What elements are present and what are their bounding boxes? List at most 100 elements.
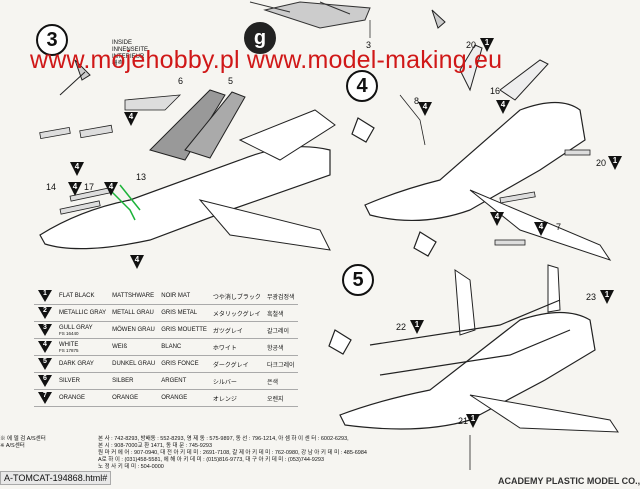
color-code-badge: 2 bbox=[38, 307, 52, 319]
part-number: 20 bbox=[466, 40, 477, 50]
step-5-marker: 5 bbox=[342, 264, 374, 296]
color-name-de: MATTSHWARE bbox=[109, 288, 159, 305]
color-name-text: MATTSHWARE bbox=[112, 293, 155, 299]
footer-line: 노 정 사 키 데 미 : 504-0000 bbox=[98, 464, 164, 470]
color-name-jp: メタリックグレイ bbox=[209, 304, 264, 322]
color-name-text: WHITE bbox=[59, 341, 79, 348]
color-name-de: MÖWEN GRAU bbox=[109, 321, 159, 339]
watermark: www.mojehobby.pl www.model-making.eu bbox=[30, 46, 503, 74]
color-name-kr: 무광검정색 bbox=[263, 288, 298, 305]
color-name-text: ORANGE bbox=[161, 395, 188, 401]
color-name-text: GULL GRAY bbox=[59, 324, 93, 331]
part-number: 3 bbox=[366, 40, 372, 50]
footer-line: A로 하 이 : (031)458-5581, 에 해 아 키 데 미 : (0… bbox=[98, 457, 325, 463]
color-name-text: ホワイト bbox=[212, 345, 237, 352]
color-name-en: METALLIC GRAY bbox=[56, 304, 110, 322]
color-name-jp: ダークグレイ bbox=[209, 355, 264, 373]
color-name-text: 은색 bbox=[266, 379, 278, 386]
part-number: 7 bbox=[556, 222, 562, 232]
color-name-text: メタリックグレイ bbox=[212, 311, 261, 318]
color-name-fr: NOIR MAT bbox=[158, 288, 210, 305]
footer-left-line: ※ 에 델 검 A/S센터 bbox=[0, 436, 46, 442]
color-name-text: GRIS FONCE bbox=[161, 361, 199, 367]
part-number: 14 bbox=[46, 182, 57, 192]
color-name-text: 다크그레이 bbox=[266, 362, 295, 369]
color-name-text: 무광검정색 bbox=[266, 294, 295, 301]
step-4-number: 4 bbox=[356, 74, 368, 97]
color-code-badge: 5 bbox=[38, 358, 52, 370]
color-name-de: SILBER bbox=[109, 372, 159, 390]
color-name-text: ガツグレイ bbox=[212, 328, 243, 335]
part-number: 17 bbox=[84, 182, 95, 192]
color-name-text: BLANC bbox=[161, 344, 182, 350]
color-name-kr: 은색 bbox=[263, 372, 298, 390]
part-number: 6 bbox=[178, 76, 184, 86]
footer-left-line: ※ A/S센터 bbox=[0, 443, 25, 449]
color-name-text: METALL GRAU bbox=[112, 310, 154, 316]
part-number: 13 bbox=[136, 172, 147, 182]
color-name-text: DARK GRAY bbox=[59, 361, 94, 367]
color-name-kr: 흑철색 bbox=[263, 304, 298, 322]
color-name-text: NOIR MAT bbox=[161, 293, 191, 299]
step-3-marker: 3 bbox=[36, 24, 68, 56]
color-name-fr: ORANGE bbox=[158, 389, 210, 407]
color-name-text: SILBER bbox=[112, 378, 134, 384]
step-9-number: g bbox=[253, 26, 267, 49]
color-name-text: 오렌지 bbox=[266, 396, 284, 403]
color-code-badge: 6 bbox=[38, 375, 52, 387]
browser-tab-label[interactable]: A-TOMCAT-194868.html# bbox=[0, 471, 112, 485]
color-code-cell: 7 bbox=[34, 389, 56, 407]
color-name-fr: GRIS METAL bbox=[158, 304, 210, 322]
color-name-text: METALLIC GRAY bbox=[59, 310, 107, 316]
color-name-text: ダークグレイ bbox=[212, 362, 249, 369]
color-name-fr: ARGENT bbox=[158, 372, 210, 390]
step-4-marker: 4 bbox=[346, 70, 378, 102]
color-name-en: FLAT BLACK bbox=[56, 288, 110, 305]
color-name-text: WEIß bbox=[112, 344, 128, 350]
color-code-cell: 2 bbox=[34, 304, 56, 322]
color-row: 2 METALLIC GRAY METALL GRAU GRIS METAL メタリック… bbox=[34, 304, 298, 322]
color-name-de: DUNKEL GRAU bbox=[109, 355, 159, 373]
color-name-text: シルバー bbox=[212, 379, 237, 386]
inside-note-line: INNENSEITE bbox=[112, 47, 149, 53]
part-number: 22 bbox=[396, 322, 407, 332]
color-name-jp: シルバー bbox=[209, 372, 264, 390]
color-name-text: MÖWEN GRAU bbox=[112, 327, 155, 333]
fs-code: FS 17875 bbox=[59, 347, 79, 353]
step-9-marker: g bbox=[244, 22, 276, 54]
footer-line: 본 사 : 742-8293, 방배동 : 552-8293, 영 제 동 : … bbox=[98, 436, 349, 442]
part-number: 21 bbox=[458, 416, 469, 426]
step-5-number: 5 bbox=[352, 268, 364, 291]
step-3-number: 3 bbox=[46, 28, 58, 51]
color-name-en: SILVER bbox=[56, 372, 110, 390]
color-name-text: SILVER bbox=[59, 378, 80, 384]
color-name-text: ARGENT bbox=[161, 378, 187, 384]
color-code-badge: 3 bbox=[38, 324, 52, 336]
color-code-cell: 5 bbox=[34, 355, 56, 373]
color-name-kr: 오렌지 bbox=[263, 389, 298, 407]
color-name-text: つや消しブラック bbox=[212, 294, 261, 301]
brand-name: ACADEMY PLASTIC MODEL CO.,LTD. bbox=[498, 476, 640, 486]
color-name-text: GRIS MOUETTE bbox=[161, 327, 207, 333]
part-number: 23 bbox=[586, 292, 597, 302]
color-name-text: 흑철색 bbox=[266, 311, 284, 318]
color-name-text: ORANGE bbox=[59, 395, 86, 401]
color-name-jp: ホワイト bbox=[209, 338, 264, 356]
color-code-badge: 4 bbox=[38, 341, 52, 353]
color-name-text: GRIS METAL bbox=[161, 310, 198, 316]
fs-code: FS 16440 bbox=[59, 330, 79, 336]
color-name-text: オレンジ bbox=[212, 396, 237, 403]
color-name-fr: BLANC bbox=[158, 338, 210, 356]
footer-line: 본 시 : 908-7000교 환 1471, 동 대 문 : 745-9293 bbox=[98, 443, 213, 449]
color-name-fr: GRIS FONCE bbox=[158, 355, 210, 373]
color-name-kr: 다크그레이 bbox=[263, 355, 298, 373]
